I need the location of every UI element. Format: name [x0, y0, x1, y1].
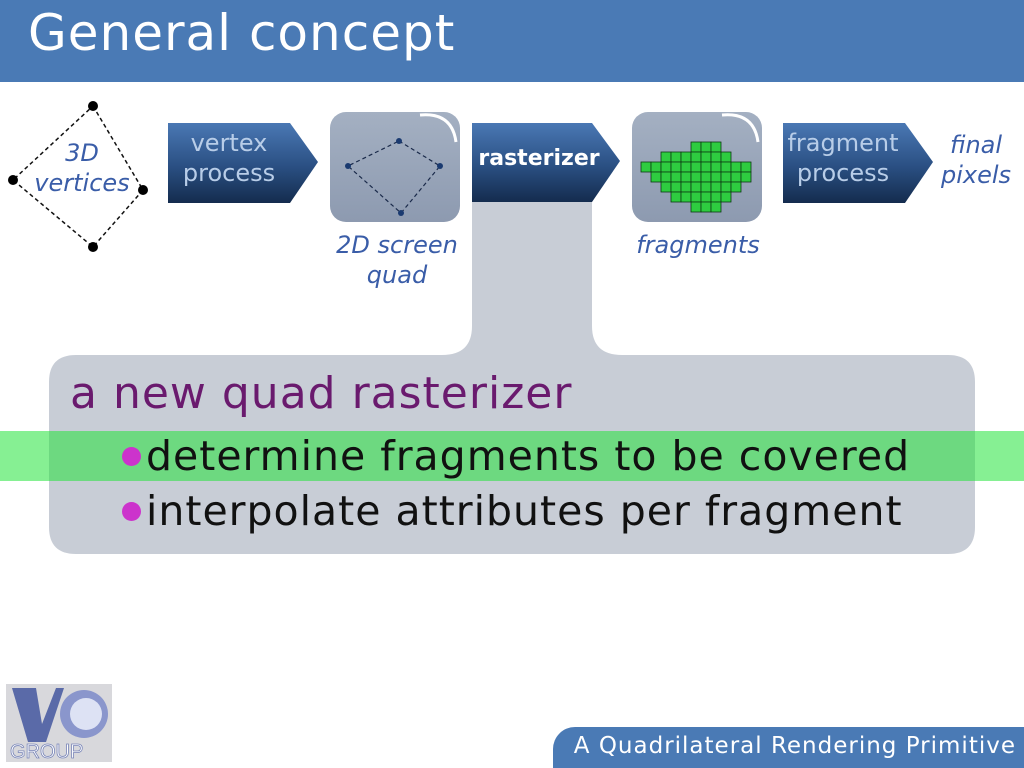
fragment-cell — [700, 181, 712, 193]
fragment-cell — [700, 141, 712, 153]
fragments-panel — [632, 112, 762, 222]
fragment-cell — [710, 201, 722, 213]
logo-text: GROUP — [10, 741, 83, 762]
fragment-cell — [660, 181, 672, 193]
footer-bar: A Quadrilateral Rendering Primitive — [553, 727, 1024, 768]
fragment-cell — [730, 181, 742, 193]
fragments-label: fragments — [636, 231, 760, 259]
fragment-cell — [680, 181, 692, 193]
page-title: General concept — [28, 4, 456, 62]
fragment-cell — [670, 151, 682, 163]
fragment-cell — [740, 171, 752, 183]
fragment-cell — [710, 171, 722, 183]
quad-label: 2D screen quad — [336, 231, 458, 289]
fragment-cell — [680, 171, 692, 183]
title-bar: General concept — [0, 0, 1024, 82]
fragment-cell — [670, 181, 682, 193]
fragment-cell — [710, 161, 722, 173]
fragment-cell — [690, 141, 702, 153]
fragment-cell — [680, 151, 692, 163]
rasterizer-stage-label: rasterizer — [478, 146, 600, 171]
vertex-point — [88, 101, 98, 111]
bullet-text: determine fragments to be covered — [146, 432, 911, 480]
bullet-item: determine fragments to be covered — [122, 432, 910, 480]
vertex-point — [138, 185, 148, 195]
vertex-process-arrow — [168, 123, 318, 203]
vo-group-logo: GROUP — [6, 684, 112, 763]
fragment-cell — [650, 161, 662, 173]
fragment-cell — [690, 201, 702, 213]
fragment-cell — [680, 191, 692, 203]
fragment-grid — [640, 141, 752, 213]
screen-quad-panel — [330, 112, 460, 222]
fragment-cell — [720, 191, 732, 203]
fragment-cell — [670, 171, 682, 183]
fragment-cell — [700, 201, 712, 213]
fragment-cell — [660, 171, 672, 183]
fragment-cell — [660, 161, 672, 173]
rasterizer-arrow — [472, 123, 620, 202]
input-label: 3D vertices — [34, 139, 130, 197]
fragment-cell — [720, 171, 732, 183]
fragment-cell — [700, 191, 712, 203]
fragment-cell — [740, 161, 752, 173]
bullet-dot-icon — [122, 501, 141, 521]
vertex-point — [8, 175, 18, 185]
vertices-diamond — [11, 104, 144, 249]
fragment-cell — [640, 161, 652, 173]
bullet-text: interpolate attributes per fragment — [146, 487, 903, 535]
fragment-cell — [700, 151, 712, 163]
fragment-process-arrow — [783, 123, 933, 203]
fragment-cell — [730, 161, 742, 173]
fragment-cell — [690, 171, 702, 183]
fragment-cell — [650, 171, 662, 183]
fragment-cell — [710, 141, 722, 153]
highlight-bar — [0, 431, 1024, 481]
fragment-cell — [680, 161, 692, 173]
fragment-cell — [700, 161, 712, 173]
fragment-cell — [690, 181, 702, 193]
fragment-cell — [700, 171, 712, 183]
fragment-cell — [730, 171, 742, 183]
fragment-cell — [670, 191, 682, 203]
vertex-stage-label: vertex process — [182, 129, 276, 187]
fragment-cell — [710, 151, 722, 163]
fragment-cell — [690, 151, 702, 163]
fragment-cell — [720, 181, 732, 193]
fragment-cell — [720, 151, 732, 163]
bullet-item: interpolate attributes per fragment — [122, 487, 903, 535]
fragment-cell — [720, 161, 732, 173]
bullet-dot-icon — [122, 446, 141, 466]
output-label: final pixels — [940, 131, 1012, 189]
footer-text: A Quadrilateral Rendering Primitive — [573, 733, 1016, 759]
fragment-stage-label: fragment process — [787, 129, 899, 187]
fragment-cell — [660, 151, 672, 163]
fragment-cell — [690, 161, 702, 173]
fragment-cell — [710, 181, 722, 193]
fragment-cell — [670, 161, 682, 173]
fragment-cell — [710, 191, 722, 203]
fragment-cell — [690, 191, 702, 203]
vertex-point — [88, 242, 98, 252]
callout-heading: a new quad rasterizer — [70, 368, 573, 419]
